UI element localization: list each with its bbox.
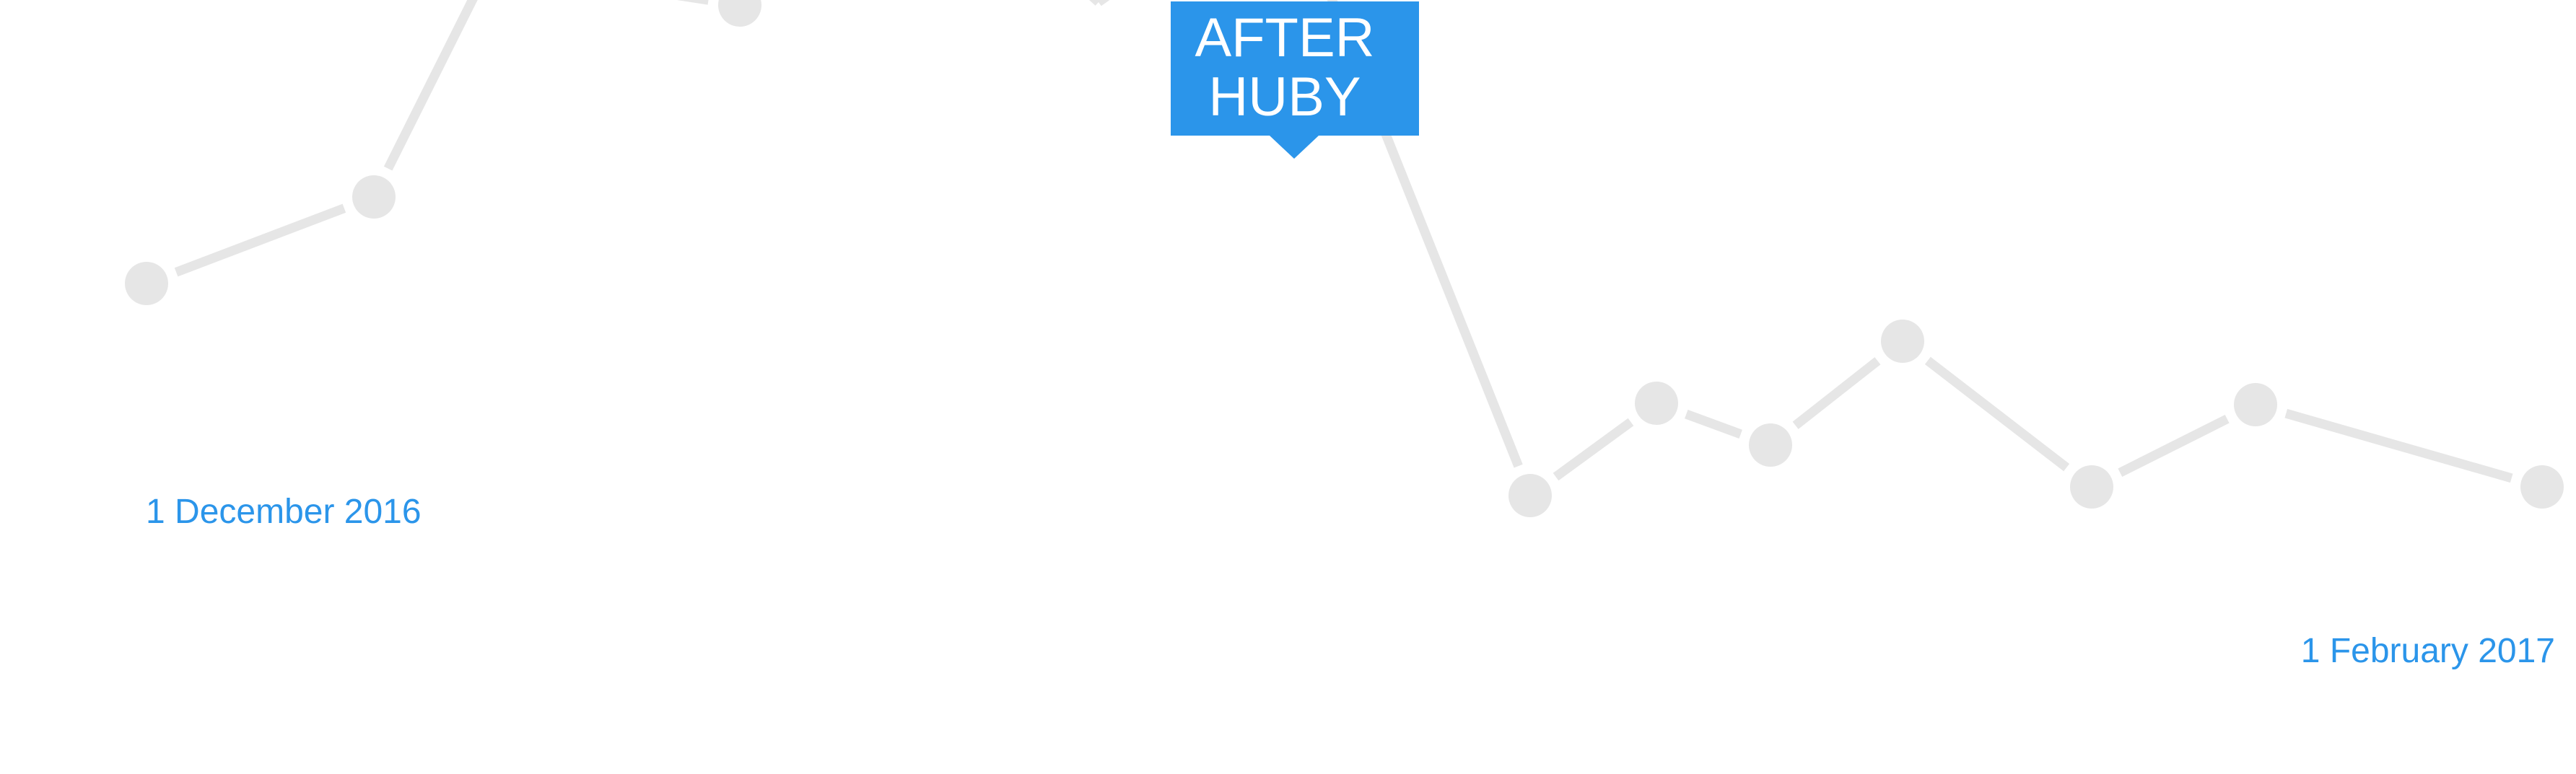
line-segment-12: [2284, 408, 2513, 483]
start-date-label: 1 December 2016: [146, 493, 422, 531]
data-point-8: [1635, 382, 1678, 425]
line-segment-11: [2118, 414, 2230, 478]
end-date-label: 1 February 2017: [2301, 632, 2555, 670]
data-point-9: [1749, 423, 1792, 467]
line-segment-7: [1553, 418, 1634, 481]
data-point-1: [352, 175, 396, 219]
data-point-7: [1509, 474, 1552, 517]
data-point-10: [1881, 320, 1924, 363]
line-segment-8: [1685, 410, 1742, 439]
highlight-callout: AFTER HUBY: [1171, 1, 1419, 159]
data-point-3: [718, 0, 761, 27]
line-segment-9: [1792, 357, 1881, 429]
line-segment-0: [174, 203, 346, 277]
line-segment-1: [383, 0, 478, 171]
callout-box: [1171, 1, 1419, 159]
data-point-12: [2234, 383, 2277, 426]
line-segment-10: [1924, 356, 2070, 472]
data-point-11: [2070, 465, 2113, 509]
callout-text-line-2: HUBY: [1208, 66, 1361, 128]
callout-text-line-1: AFTER: [1195, 7, 1374, 69]
series-markers: [125, 0, 2564, 517]
data-point-0: [125, 262, 168, 305]
data-point-13: [2520, 465, 2564, 509]
line-segment-4: [1089, 0, 1101, 6]
